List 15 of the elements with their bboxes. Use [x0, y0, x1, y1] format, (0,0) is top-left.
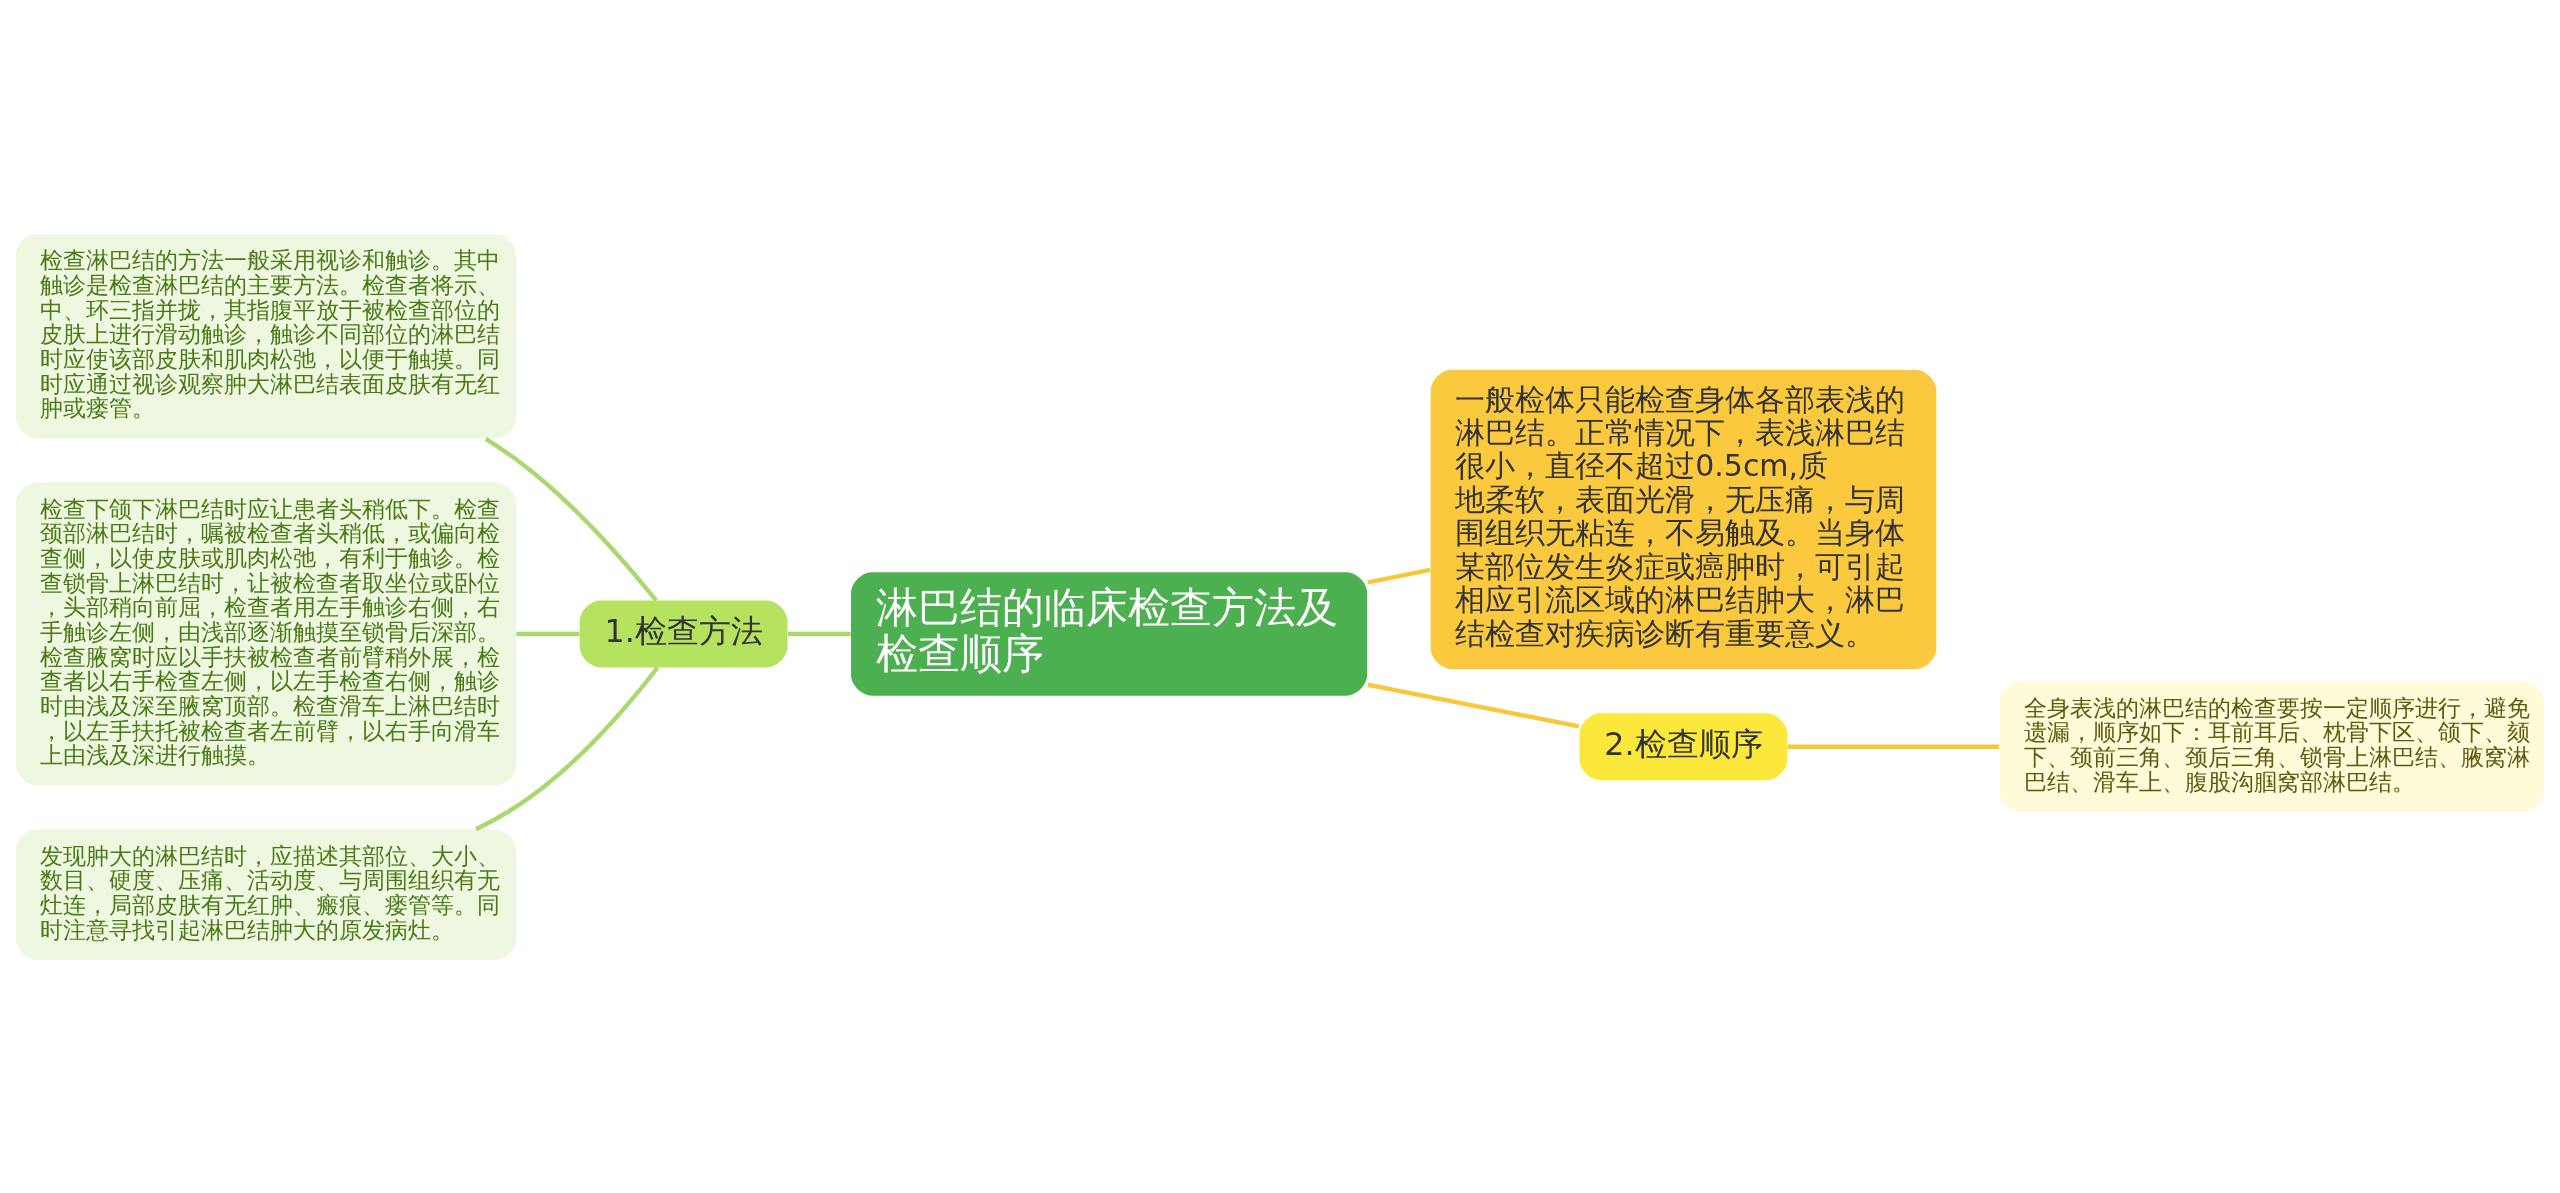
node-box: 淋巴结的临床检查方法及检查顺序 [851, 571, 1368, 696]
node-box: 一般检体只能检查身体各部表浅的淋巴结。正常情况下，表浅淋巴结很小，直径不超过0.5cm,质地柔软，表面光滑，无压痛，与周围组织无粘连，不易触及。当身体某部位发生炎症或癌肿时，可引起相应引流区域的淋巴结肿大，淋巴结检查对疾病诊断有重要意义。 [1430, 369, 1937, 669]
node-box: 发现肿大的淋巴结时，应描述其部位、大小、数目、硬度、压痛、活动度、与周围组织有无灶连，局部皮肤有无红肿、瘢痕、瘘管等。同时注意寻找引起淋巴结肿大的原发病灶。 [15, 829, 517, 960]
node-box: 检查下颌下淋巴结时应让患者头稍低下。检查颈部淋巴结时，嘱被检查者头稍低，或偏向检查侧，以使皮肤或肌肉松弛，有利于触诊。检查锁骨上淋巴结时，让被检查者取坐位或卧位，头部稍向前屈，检查者用左手触诊右侧，右手触诊左侧，由浅部逐渐触摸至锁骨后深部。检查腋窝时应以手扶被检查者前臂稍外展，检查者以右手检查左侧，以左手检查右侧，触诊时由浅及深至腋窝顶部。检查滑车上淋巴结时，以左手扶托被检查者左前臂，以右手向滑车上由浅及深进行触摸。 [15, 482, 517, 785]
connector [475, 665, 660, 831]
node-box: 1.检查方法 [579, 600, 788, 667]
connector [1367, 682, 1580, 729]
node-box: 全身表浅的淋巴结的检查要按一定顺序进行，避免遗漏，顺序如下：耳前耳后、枕骨下区、颌下、颏下、颈前三角、颈后三角、锁骨上淋巴结、腋窝淋巴结、滑车上、腹股沟腘窝部淋巴结。 [1999, 681, 2545, 812]
node-box: 2.检查顺序 [1579, 712, 1788, 780]
connector [1787, 744, 2000, 749]
connector [484, 436, 658, 602]
node-box: 检查淋巴结的方法一般采用视诊和触诊。其中触诊是检查淋巴结的主要方法。检查者将示、中、环三指并拢，其指腹平放于被检查部位的皮肤上进行滑动触诊，触诊不同部位的淋巴结时应使该部皮肤和肌肉松弛，以便于触摸。同时应通过视诊观察肿大淋巴结表面皮肤有无红肿或瘘管。 [15, 233, 517, 438]
connector [516, 631, 580, 636]
connector [788, 631, 851, 636]
connector [1367, 567, 1431, 585]
